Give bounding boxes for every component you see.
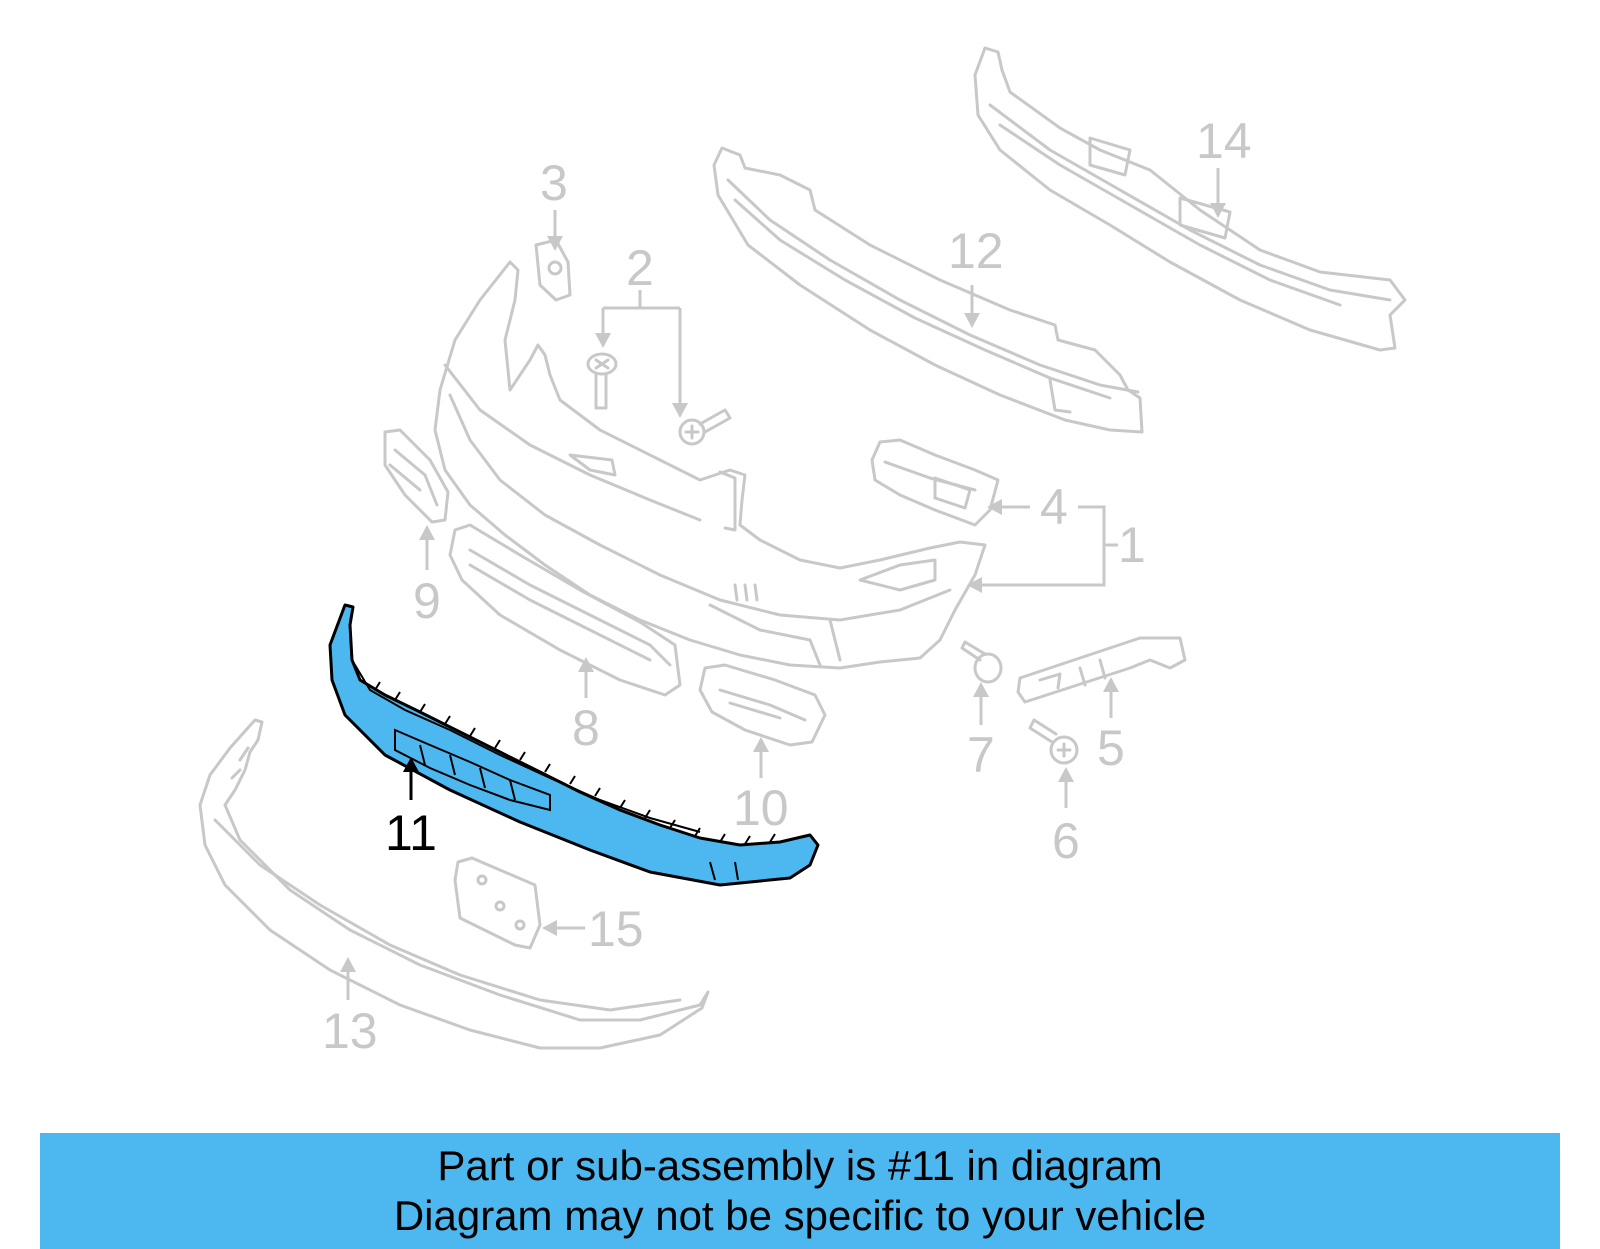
part-8-grille <box>448 523 682 697</box>
callout-11[interactable]: 11 <box>385 805 437 861</box>
callout-13: 13 <box>322 1003 378 1059</box>
callout-1: 1 <box>1118 517 1146 573</box>
part-2-screws <box>586 352 732 446</box>
part-15-license-bracket <box>453 856 542 950</box>
callout-7: 7 <box>967 727 995 783</box>
part-5-brace <box>1016 636 1187 704</box>
callout-4: 4 <box>1040 479 1068 535</box>
part-3-clip <box>534 238 572 302</box>
callout-labels: 14 12 3 2 4 1 9 8 10 7 5 6 15 13 11 <box>322 113 1252 1059</box>
part-10-fog-cover <box>698 663 827 747</box>
part-11-lower-spoiler[interactable] <box>328 603 820 887</box>
leader-lines <box>340 168 1226 1000</box>
callout-3: 3 <box>540 155 568 211</box>
callout-8: 8 <box>572 700 600 756</box>
part-9-fog-cover <box>383 428 450 524</box>
callout-15: 15 <box>588 901 644 957</box>
banner-line-disclaimer: Diagram may not be specific to your vehi… <box>393 1192 1207 1239</box>
part-6-bolt <box>1028 718 1079 765</box>
info-banner: Part or sub-assembly is #11 in diagram D… <box>40 1133 1560 1249</box>
part-14-reinforcement <box>973 46 1407 352</box>
callout-6: 6 <box>1052 813 1080 869</box>
callout-10: 10 <box>733 780 789 836</box>
part-13-lower-valance <box>198 718 710 1050</box>
callout-2: 2 <box>626 240 654 296</box>
parts-diagram: 14 12 3 2 4 1 9 8 10 7 5 6 15 13 11 <box>198 46 1407 1059</box>
part-7-fastener <box>960 640 1003 684</box>
callout-5: 5 <box>1097 720 1125 776</box>
part-12-bar <box>712 146 1144 434</box>
banner-line-part-number: Part or sub-assembly is #11 in diagram <box>437 1142 1163 1189</box>
part-1-bumper-cover <box>433 260 987 670</box>
callout-12: 12 <box>948 223 1004 279</box>
callout-14: 14 <box>1196 113 1252 169</box>
callout-9: 9 <box>413 573 441 629</box>
part-4-bracket <box>870 438 1000 527</box>
